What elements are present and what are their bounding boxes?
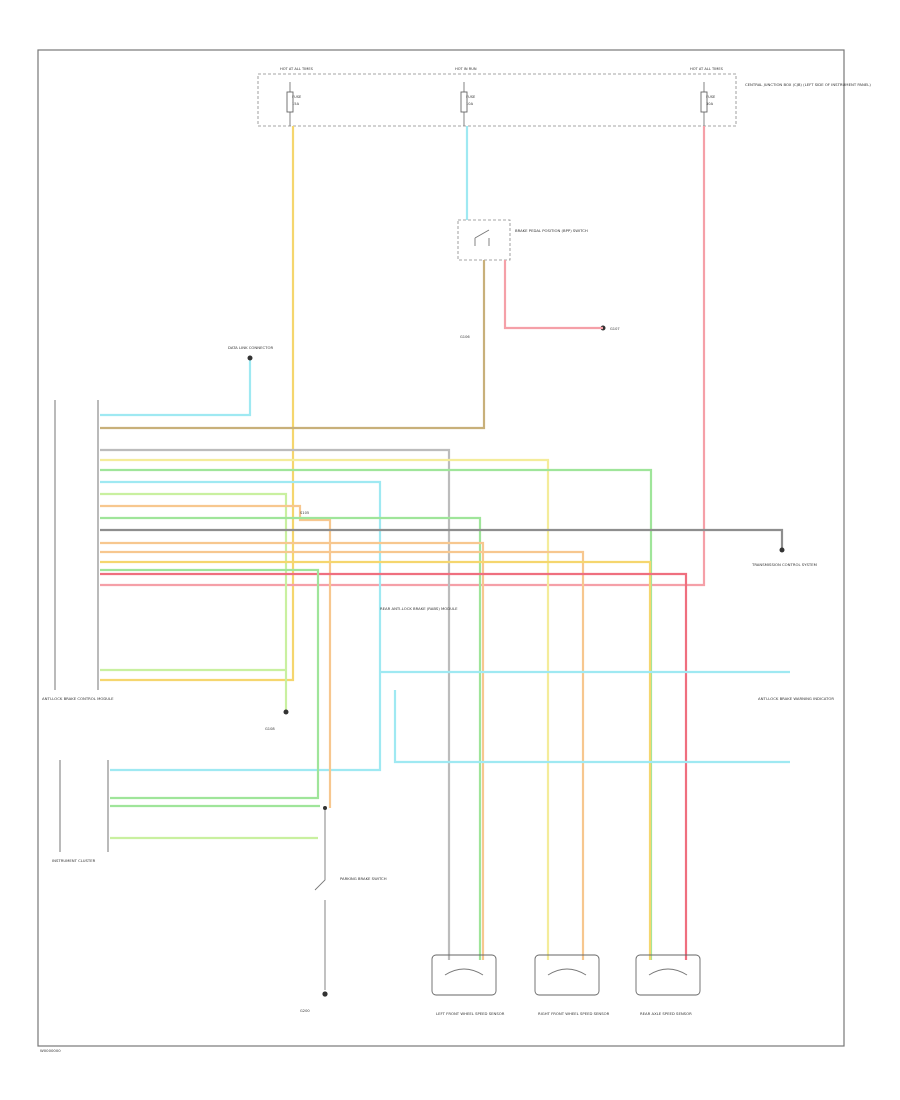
brake-switch-label: BRAKE PEDAL POSITION (BPP) SWITCH [515,228,588,233]
fuse1-label: FUSE [292,95,302,99]
rf-sensor-label: RIGHT FRONT WHEEL SPEED SENSOR [538,1011,610,1016]
fuse2-rating: 10A [466,102,474,106]
ground-g3: G108 [265,727,275,731]
trans-control-label: TRANSMISSION CONTROL SYSTEM [751,562,817,567]
rear-sensor-label: REAR AXLE SPEED SENSOR [640,1011,692,1016]
lf-sensor-label: LEFT FRONT WHEEL SPEED SENSOR [436,1011,505,1016]
central-junction-box: HOT AT ALL TIMES HOT IN RUN HOT AT ALL T… [257,67,871,127]
fuse-box-top-2: HOT IN RUN [455,67,477,71]
lf-wheel-speed-sensor: LEFT FRONT WHEEL SPEED SENSOR [431,954,505,1016]
wire-harness: DATA LINK CONNECTOR [100,126,790,960]
instrument-cluster: INSTRUMENT CLUSTER [52,760,109,863]
abs-module-label: ANTI-LOCK BRAKE CONTROL MODULE [42,696,114,701]
fuse3-label: FUSE [706,95,716,99]
rear-axle-speed-sensor: REAR AXLE SPEED SENSOR [635,954,701,1016]
ground-g1: G106 [460,335,470,339]
ground-g2: G107 [610,327,620,331]
fuse1-rating: 15A [292,102,300,106]
diagram-border [37,49,845,1047]
rabs-module-label: REAR ANTI-LOCK BRAKE (RABS) MODULE [380,606,458,611]
instrument-cluster-label: INSTRUMENT CLUSTER [52,858,96,863]
data-link-label: DATA LINK CONNECTOR [228,345,273,350]
fuse2-label: FUSE [466,95,476,99]
fuse-box-top-3: HOT AT ALL TIMES [690,67,724,71]
rf-wheel-speed-sensor: RIGHT FRONT WHEEL SPEED SENSOR [534,954,610,1016]
diagram-id: W0000000 [40,1048,61,1053]
brake-switch: BRAKE PEDAL POSITION (BPP) SWITCH G106 G… [457,219,620,339]
fuse3-rating: 30A [706,102,714,106]
abs-control-module: ANTI-LOCK BRAKE CONTROL MODULE [42,400,114,701]
junction-box-label: CENTRAL JUNCTION BOX (CJB) (LEFT SIDE OF… [745,82,871,87]
splice-label: S105 [300,511,309,515]
parking-brake-label: PARKING BRAKE SWITCH [340,876,387,881]
fuse-box-top-1: HOT AT ALL TIMES [280,67,314,71]
ground-g4: G200 [300,1009,310,1013]
parking-brake-switch: PARKING BRAKE SWITCH G200 [300,806,387,1013]
abs-warning-label: ANTI-LOCK BRAKE WARNING INDICATOR [758,696,834,701]
